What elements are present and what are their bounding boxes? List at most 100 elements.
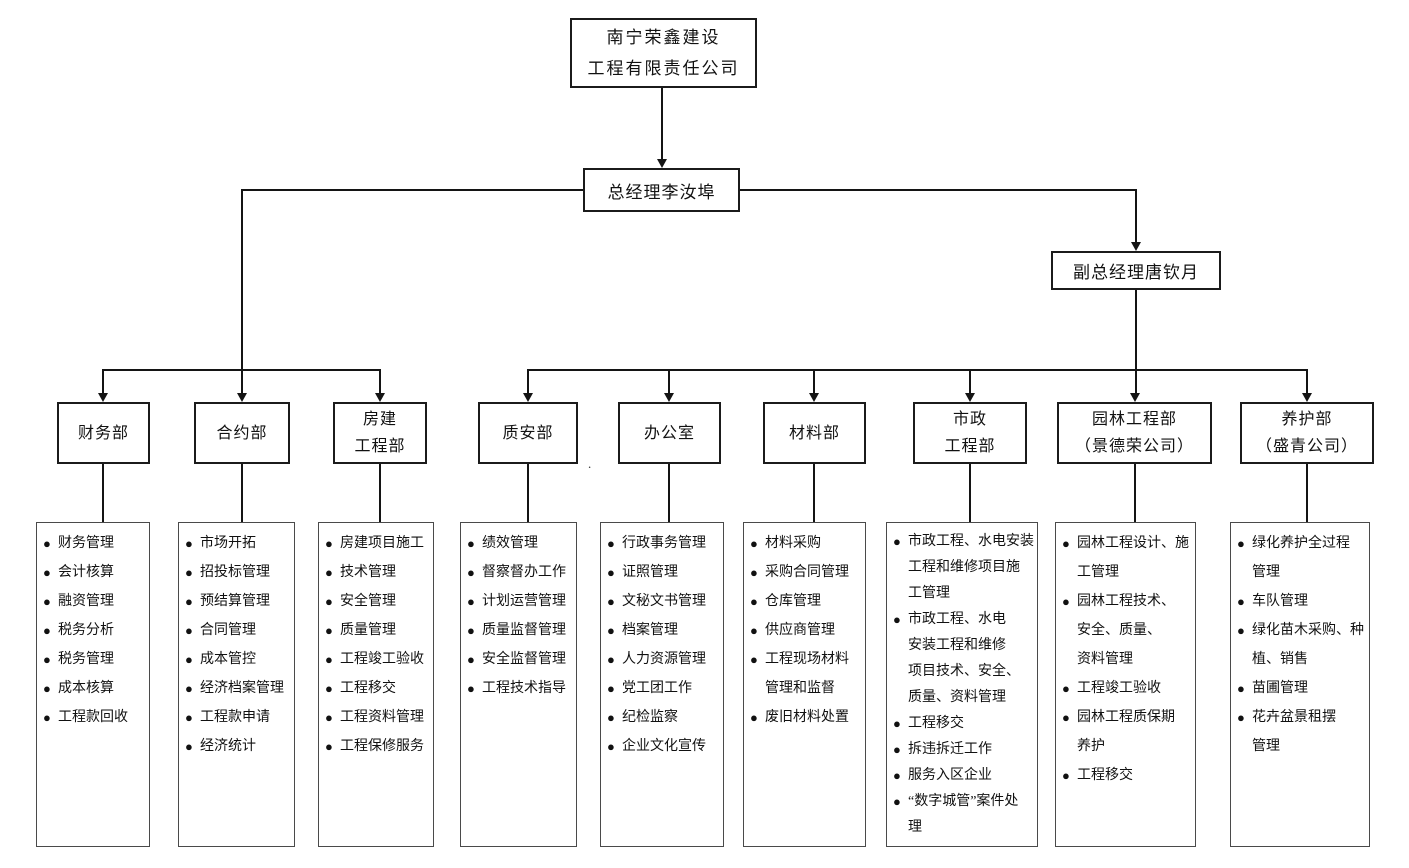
task-item: ●园林工程质保期 养护 [1062, 703, 1193, 761]
department-label: 养护部 （盛青公司） [1255, 411, 1358, 455]
task-item: ●废旧材料处置 [750, 703, 863, 732]
connector-line [1135, 290, 1137, 394]
task-list-materials: ●材料采购●采购合同管理●仓库管理●供应商管理●工程现场材料 管理和监督●废旧材… [743, 522, 866, 847]
bullet-icon: ● [893, 534, 901, 549]
task-label: 工程竣工验收 [1077, 681, 1161, 696]
arrow-down-icon [1130, 393, 1140, 402]
task-label: 工程保修服务 [340, 739, 424, 754]
bullet-icon: ● [43, 536, 51, 551]
bullet-icon: ● [467, 536, 475, 551]
task-label: 花卉盆景租摆 管理 [1252, 710, 1336, 754]
task-label: 废旧材料处置 [765, 710, 849, 725]
department-label: 房建 工程部 [354, 411, 406, 455]
department-box-office: 办公室 [618, 402, 721, 464]
connector-line [1306, 464, 1308, 522]
task-item: ●文秘文书管理 [607, 587, 721, 616]
task-label: 材料采购 [765, 536, 821, 551]
department-box-materials: 材料部 [763, 402, 866, 464]
task-label: 党工团工作 [622, 681, 692, 696]
task-list-maintenance: ●绿化养护全过程 管理●车队管理●绿化苗木采购、种 植、销售●苗圃管理●花卉盆景… [1230, 522, 1370, 847]
task-item: ●工程保修服务 [325, 732, 431, 761]
general-manager-box: 总经理李汝埠 [583, 168, 740, 212]
task-label: 工程款申请 [200, 710, 270, 725]
task-item: ●工程款回收 [43, 703, 147, 732]
bullet-icon: ● [467, 681, 475, 696]
task-item: ●工程竣工验收 [1062, 674, 1193, 703]
task-list-landscape-engineering: ●园林工程设计、施 工管理●园林工程技术、 安全、质量、 资料管理●工程竣工验收… [1055, 522, 1196, 847]
task-item: ●房建项目施工 [325, 529, 431, 558]
arrow-down-icon [1302, 393, 1312, 402]
task-item: ●安全管理 [325, 587, 431, 616]
bullet-icon: ● [1062, 594, 1070, 609]
bullet-icon: ● [607, 652, 615, 667]
bullet-icon: ● [750, 565, 758, 580]
task-label: 工程移交 [908, 716, 964, 731]
task-list-office: ●行政事务管理●证照管理●文秘文书管理●档案管理●人力资源管理●党工团工作●纪检… [600, 522, 724, 847]
bullet-icon: ● [43, 652, 51, 667]
task-label: 档案管理 [622, 623, 678, 638]
task-item: ●园林工程技术、 安全、质量、 资料管理 [1062, 587, 1193, 674]
department-label: 园林工程部 （景德荣公司） [1074, 411, 1194, 455]
task-item: ●会计核算 [43, 558, 147, 587]
bullet-icon: ● [325, 623, 333, 638]
task-item: ●市政工程、水电 安装工程和维修 项目技术、安全、 质量、资料管理 [893, 607, 1035, 711]
bullet-icon: ● [1237, 536, 1245, 551]
task-label: 税务管理 [58, 652, 114, 667]
task-item: ●计划运营管理 [467, 587, 574, 616]
arrow-down-icon [237, 393, 247, 402]
task-item: ●成本核算 [43, 674, 147, 703]
connector-line [1135, 189, 1137, 242]
connector-line [242, 189, 583, 191]
bullet-icon: ● [607, 536, 615, 551]
general-manager-label: 总经理李汝埠 [607, 182, 716, 202]
task-item: ●花卉盆景租摆 管理 [1237, 703, 1367, 761]
task-item: ● 税务管理 [43, 645, 147, 674]
connector-line [102, 369, 381, 371]
bullet-icon: ● [1237, 681, 1245, 696]
department-label: 财务部 [77, 424, 129, 442]
task-item: ●市场开拓 [185, 529, 292, 558]
task-item: ●融资管理 [43, 587, 147, 616]
task-item: ●工程竣工验收 [325, 645, 431, 674]
task-item: ●招投标管理 [185, 558, 292, 587]
task-item: ●技术管理 [325, 558, 431, 587]
task-label: 绿化养护全过程 管理 [1252, 536, 1350, 580]
task-label: 安全监督管理 [482, 652, 566, 667]
connector-line [1306, 369, 1308, 395]
task-label: 文秘文书管理 [622, 594, 706, 609]
department-box-contract: 合约部 [194, 402, 290, 464]
connector-line [969, 464, 971, 522]
task-item: ●质量监督管理 [467, 616, 574, 645]
task-item: ●苗圃管理 [1237, 674, 1367, 703]
task-item: ●绩效管理 [467, 529, 574, 558]
task-label: 成本管控 [200, 652, 256, 667]
task-label: 市政工程、水电安装 工程和维修项目施 工管理 [908, 534, 1034, 601]
bullet-icon: ● [185, 623, 193, 638]
task-item: ●行政事务管理 [607, 529, 721, 558]
department-box-building-engineering: 房建 工程部 [333, 402, 427, 464]
task-label: 车队管理 [1252, 594, 1308, 609]
task-label: 企业文化宣传 [622, 739, 706, 754]
bullet-icon: ● [185, 710, 193, 725]
task-list-contract: ●市场开拓●招投标管理●预结算管理●合同管理●成本管控●经济档案管理●工程款申请… [178, 522, 295, 847]
task-item: ●工程移交 [893, 711, 1035, 737]
bullet-icon: ● [43, 681, 51, 696]
bullet-icon: ● [1237, 594, 1245, 609]
bullet-icon: ● [1062, 710, 1070, 725]
task-label: 工程竣工验收 [340, 652, 424, 667]
task-label: 经济统计 [200, 739, 256, 754]
bullet-icon: ● [607, 681, 615, 696]
task-item: ● 工程款申请 [185, 703, 292, 732]
task-label: 技术管理 [340, 565, 396, 580]
task-item: ● 市政工程、水电安装 工程和维修项目施 工管理 [893, 529, 1035, 607]
bullet-icon: ● [893, 768, 901, 783]
task-item: ●拆违拆迁工作 [893, 737, 1035, 763]
department-label: 合约部 [216, 424, 268, 442]
bullet-icon: ● [185, 681, 193, 696]
task-item: ●园林工程设计、施 工管理 [1062, 529, 1193, 587]
deputy-general-manager-box: 副总经理唐钦月 [1051, 251, 1221, 290]
task-label: 质量监督管理 [482, 623, 566, 638]
connector-line [379, 464, 381, 522]
task-label: 供应商管理 [765, 623, 835, 638]
arrow-down-icon [809, 393, 819, 402]
